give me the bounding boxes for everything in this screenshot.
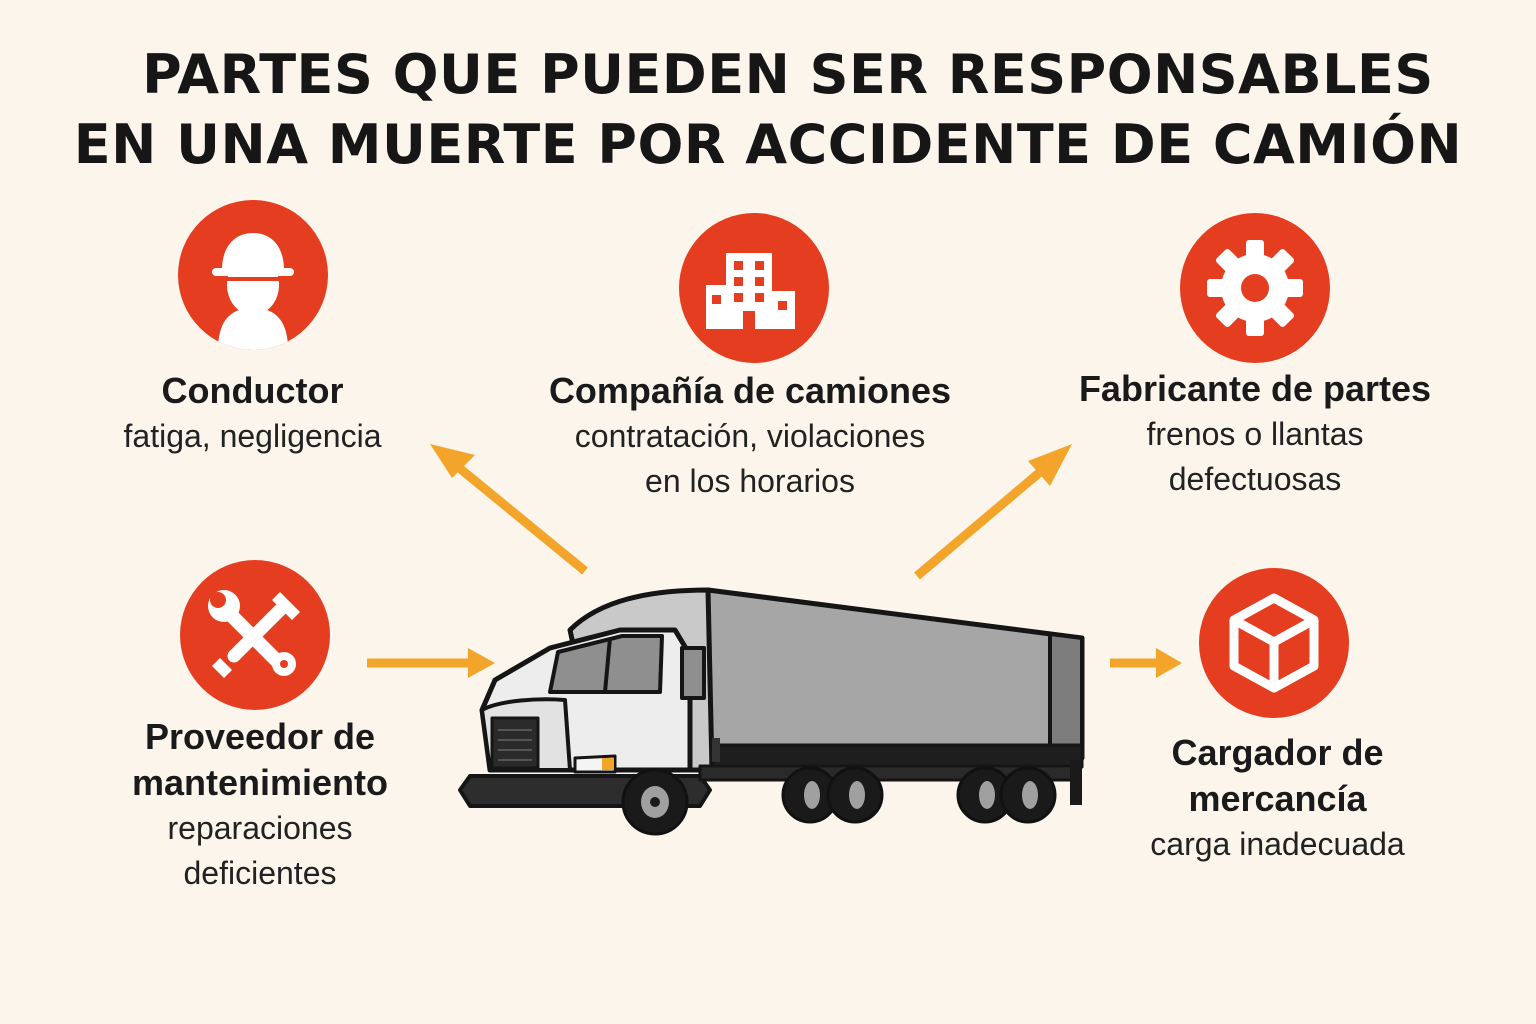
party-name-line: mantenimiento <box>131 762 389 803</box>
title-line-2: EN UNA MUERTE POR ACCIDENTE DE CAMIÓN <box>73 113 1463 176</box>
party-name-line: mercancía <box>1188 778 1367 819</box>
title-line-1: PARTES QUE PUEDEN SER RESPONSABLES <box>142 43 1434 106</box>
party-desc: deficientes <box>183 855 337 891</box>
page-title: PARTES QUE PUEDEN SER RESPONSABLES EN UN… <box>0 40 1536 180</box>
party-conductor: Conductor fatiga, negligencia <box>80 368 425 459</box>
party-desc: carga inadecuada <box>1150 826 1405 862</box>
arrow-to-conductor <box>430 444 588 575</box>
driver-icon <box>178 200 328 350</box>
party-name: Conductor <box>161 370 344 411</box>
party-desc: fatiga, negligencia <box>123 418 382 454</box>
arrow-to-loader <box>1110 648 1182 678</box>
truck-icon <box>458 587 1085 836</box>
arrow-to-manufacturer <box>914 444 1072 580</box>
wrench-screwdriver-icon <box>180 560 330 710</box>
party-name-line: Proveedor de <box>144 716 376 757</box>
party-maintenance: Proveedor de mantenimiento reparaciones … <box>90 714 430 896</box>
party-loader: Cargador de mercancía carga inadecuada <box>1105 730 1450 867</box>
party-desc: en los horarios <box>645 463 855 499</box>
arrow-to-maintenance-side <box>367 648 495 678</box>
party-name: Compañía de camiones <box>548 370 952 411</box>
party-desc: frenos o llantas <box>1146 416 1364 452</box>
building-icon <box>679 213 829 363</box>
party-desc: contratación, violaciones <box>574 418 926 454</box>
party-name: Fabricante de partes <box>1078 368 1432 409</box>
party-company: Compañía de camiones contratación, viola… <box>510 368 990 504</box>
party-desc: defectuosas <box>1168 461 1342 497</box>
party-manufacturer: Fabricante de partes frenos o llantas de… <box>1050 366 1460 502</box>
party-desc: reparaciones <box>167 810 353 846</box>
box-icon <box>1199 568 1349 718</box>
gear-icon <box>1180 213 1330 363</box>
party-name-line: Cargador de <box>1171 732 1384 773</box>
